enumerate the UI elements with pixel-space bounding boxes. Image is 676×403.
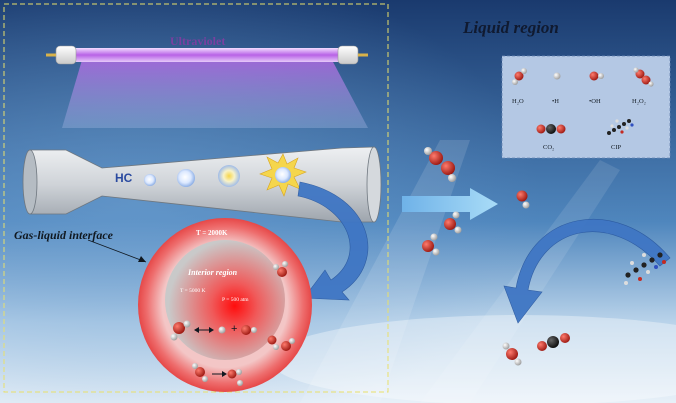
reaction-arrow-head <box>209 327 214 333</box>
h2o-molecule <box>281 338 295 351</box>
liquid-region-title: Liquid region <box>463 18 559 37</box>
pipe-outlet <box>366 146 382 223</box>
interior-region-label: Interior region <box>188 268 238 277</box>
hc-label: HC <box>115 171 133 185</box>
oh-radical <box>227 369 242 379</box>
interface-temperature: T = 2000K <box>196 229 228 237</box>
reaction-arrow-tail <box>194 327 199 333</box>
pipe-inlet <box>22 149 38 215</box>
h2o-molecule <box>422 233 440 256</box>
cavitation-bubble <box>144 174 156 186</box>
h2o-molecule <box>192 363 208 382</box>
h-radical <box>237 380 243 386</box>
interface-pointer <box>87 239 147 263</box>
plus-sign: + <box>231 323 238 335</box>
oh-radical <box>267 335 279 350</box>
collapsing-bubble <box>275 167 291 183</box>
venturi-pipe <box>22 146 382 223</box>
species-legend <box>501 55 671 159</box>
oh-radical <box>516 190 530 209</box>
water-surface-glow <box>270 315 676 403</box>
cavitation-bubble <box>177 169 195 187</box>
interface-pointer-head <box>138 256 146 262</box>
reaction-arrow-head <box>222 371 227 377</box>
h-radical <box>218 326 226 334</box>
h2o2-molecule <box>424 147 456 182</box>
uv-lamp <box>46 45 368 128</box>
co2-product <box>537 333 570 351</box>
uv-cap-left <box>55 45 77 65</box>
reactor-frame <box>3 3 389 393</box>
co2-symbol <box>536 124 566 134</box>
degradation-arrow <box>503 218 671 324</box>
legend-label-cip: CIP <box>611 144 622 151</box>
oh-radical <box>241 325 257 335</box>
uv-label: Ultraviolet <box>170 34 226 48</box>
uv-cap-right <box>337 45 359 65</box>
legend-label-h: •H <box>552 98 559 105</box>
legend-label-h2o2: H₂O₂ <box>632 98 646 105</box>
interior-pressure: P = 500 atm <box>222 297 249 303</box>
h2o-molecule <box>170 320 191 341</box>
h2o-symbol <box>512 68 527 85</box>
bubble-cross-section <box>87 218 312 392</box>
legend-label-oh: •OH <box>589 98 601 105</box>
transfer-arrow <box>402 188 498 220</box>
gas-liquid-interface-label: Gas-liquid interface <box>14 228 113 242</box>
legend-box <box>501 55 671 159</box>
h2o2-symbol <box>633 67 654 87</box>
cip-molecule-symbol <box>607 119 634 135</box>
cavitation-bubble <box>218 165 240 187</box>
h2o-product <box>502 342 522 366</box>
legend-label-co2: CO₂ <box>543 144 555 151</box>
oh-symbol <box>589 71 604 81</box>
h2o-molecule <box>273 261 288 277</box>
h2o-molecule <box>444 211 462 234</box>
interior-temperature: T = 5000 K <box>180 288 206 294</box>
collapse-arrow <box>297 181 369 301</box>
cip-molecule <box>624 252 666 285</box>
h-symbol <box>553 72 561 80</box>
uv-beam <box>62 60 368 128</box>
legend-label-h2o: H₂O <box>512 98 524 105</box>
uv-tube <box>72 48 342 62</box>
